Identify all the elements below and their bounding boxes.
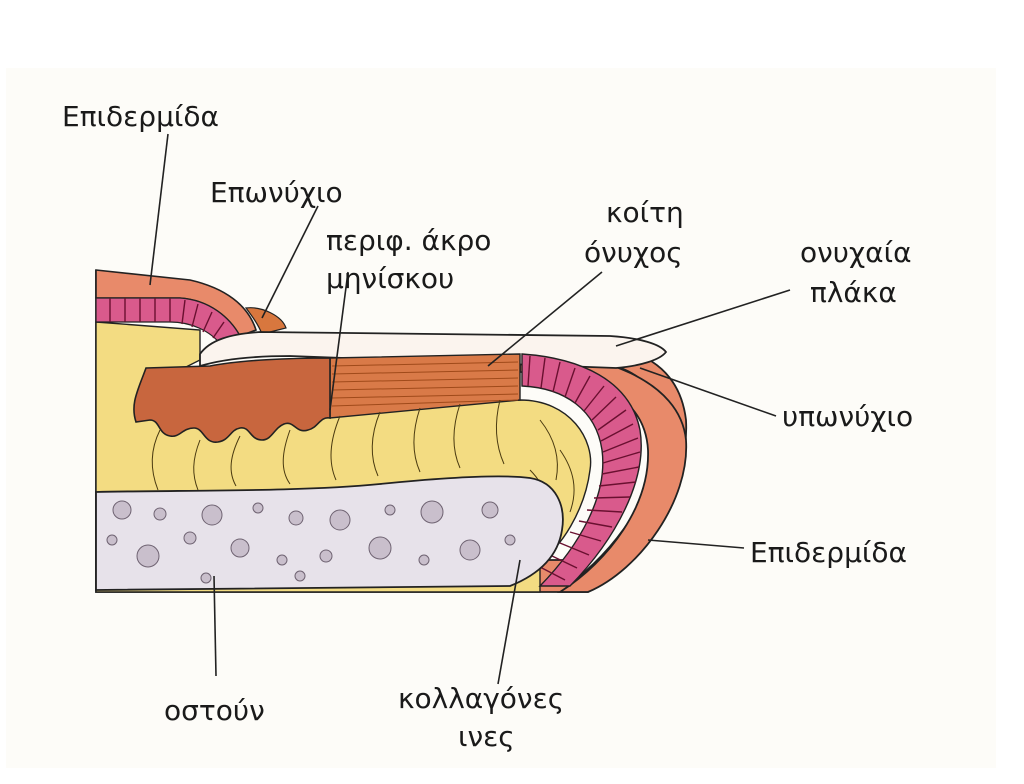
nail-bed-striations xyxy=(331,361,519,407)
leader-nail-bed xyxy=(487,271,603,367)
leader-epidermis-right xyxy=(647,539,745,549)
eponychium-tissue xyxy=(244,307,287,335)
leader-lines xyxy=(149,133,791,685)
label-lunula-edge-line2: μηνίσκου xyxy=(326,262,454,295)
leader-collagen xyxy=(497,559,521,685)
label-nail-plate-line2: πλάκα xyxy=(810,276,897,309)
label-nail-plate-line1: ονυχαία xyxy=(800,236,912,269)
label-eponychium: Επωνύχιο xyxy=(210,176,343,209)
label-lunula-edge-line1: περιφ. άκρο xyxy=(326,224,491,257)
label-collagen-line1: κολλαγόνες xyxy=(398,682,564,715)
collagen-fibers xyxy=(151,399,575,531)
label-nail-bed-line1: κοίτη xyxy=(606,196,684,229)
distal-dermis-stripes xyxy=(527,355,641,581)
leader-hyponychium xyxy=(639,367,777,417)
leader-bone xyxy=(213,575,217,677)
label-bone: οστούν xyxy=(164,694,265,727)
proximal-fold-stripes xyxy=(109,298,225,339)
label-epidermis-top: Επιδερμίδα xyxy=(62,100,219,133)
label-collagen-line2: ινες xyxy=(458,720,515,753)
leader-lunula-edge xyxy=(329,271,349,411)
nail-matrix xyxy=(133,357,331,443)
distal-dermis xyxy=(521,353,642,587)
label-hyponychium: υπωνύχιο xyxy=(782,400,913,433)
label-nail-bed-line2: όνυχος xyxy=(584,236,683,269)
label-epidermis-right: Επιδερμίδα xyxy=(750,536,907,569)
leader-eponychium xyxy=(261,205,319,319)
leader-epidermis-top xyxy=(149,133,169,286)
leader-nail-plate xyxy=(615,289,791,347)
bone xyxy=(95,475,564,591)
bone-pores xyxy=(106,500,516,584)
